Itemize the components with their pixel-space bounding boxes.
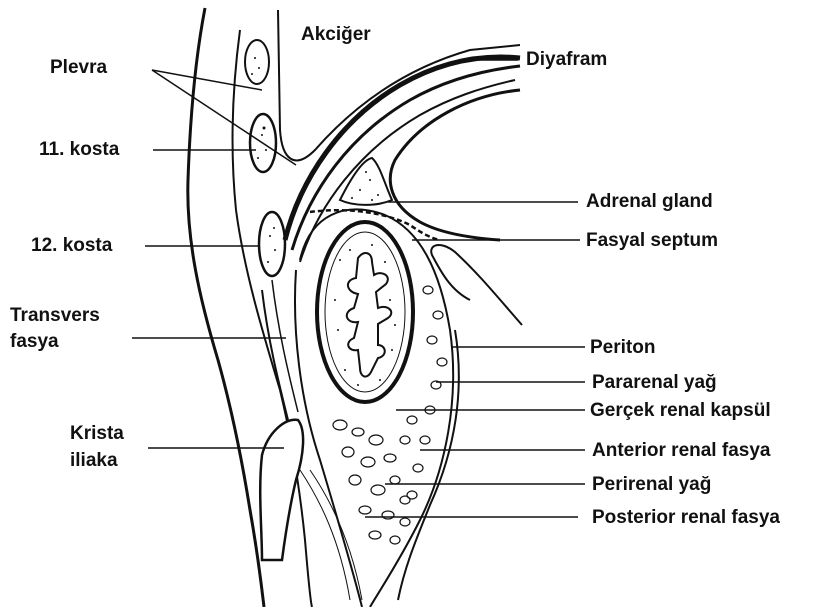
label-gercek-renal-kapsul: Gerçek renal kapsül bbox=[590, 400, 771, 422]
label-krista: Krista bbox=[70, 423, 124, 445]
label-pararenal-yag: Pararenal yağ bbox=[592, 372, 717, 394]
rib-upper-oval bbox=[245, 40, 269, 84]
label-posterior-renal-fasya: Posterior renal fasya bbox=[592, 507, 780, 529]
label-12-kosta: 12. kosta bbox=[31, 235, 112, 257]
label-fasya: fasya bbox=[10, 331, 59, 353]
body-wall-outer-line bbox=[188, 8, 264, 607]
liver-edge bbox=[431, 245, 522, 325]
label-iliaka: iliaka bbox=[70, 450, 118, 472]
label-plevra: Plevra bbox=[50, 57, 107, 79]
diaphragm-dome bbox=[390, 90, 520, 240]
label-akciger: Akciğer bbox=[301, 24, 371, 46]
perirenal-fat-bubbles bbox=[333, 416, 417, 544]
label-anterior-renal-fasya: Anterior renal fasya bbox=[592, 440, 770, 462]
adrenal-gland-shape bbox=[340, 158, 392, 205]
label-fasyal-septum: Fasyal septum bbox=[586, 230, 718, 252]
label-perirenal-yag: Perirenal yağ bbox=[592, 474, 711, 496]
label-11-kosta: 11. kosta bbox=[39, 139, 119, 161]
rib-12-oval bbox=[259, 212, 285, 276]
iliac-crest-shape bbox=[260, 420, 303, 560]
label-transvers: Transvers bbox=[10, 305, 100, 327]
label-adrenal-gland: Adrenal gland bbox=[586, 191, 713, 213]
label-periton: Periton bbox=[590, 337, 655, 359]
label-diyafram: Diyafram bbox=[526, 49, 607, 71]
peritoneum-line bbox=[398, 330, 459, 600]
